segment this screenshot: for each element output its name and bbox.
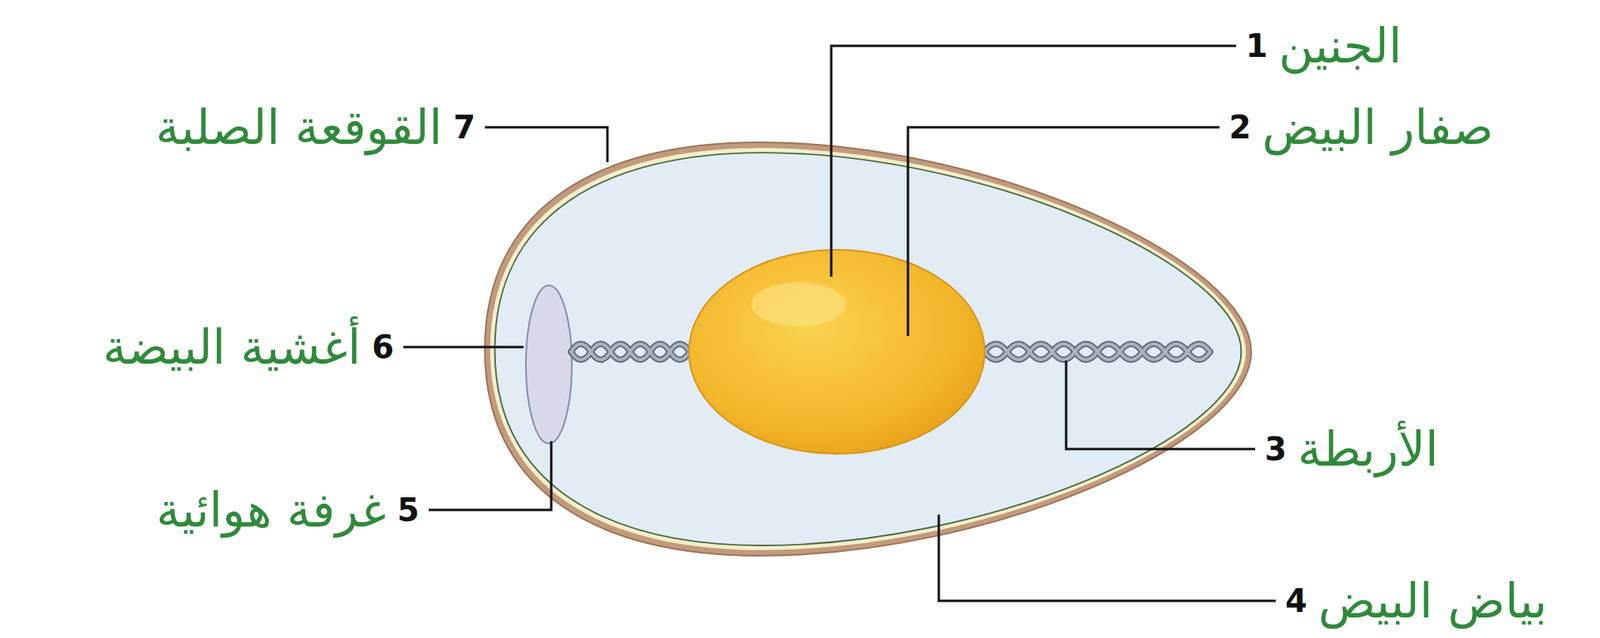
label-group: 3 الأربطة — [1264, 423, 1439, 476]
label-group: غرفة هوائية 5 — [155, 484, 420, 537]
yolk — [688, 249, 985, 454]
part-label: صفار البيض — [1262, 101, 1494, 154]
air-cell — [525, 285, 572, 444]
label-group: 4 بياض البيض — [1285, 574, 1548, 628]
leader-line — [938, 514, 1276, 602]
chalaza-strand — [984, 344, 1211, 360]
label-group: 2 صفار البيض — [1229, 101, 1494, 154]
leader-line — [907, 127, 1220, 337]
leader-lines — [403, 45, 1276, 602]
leader-line — [831, 45, 1237, 277]
part-label: الجنين — [1278, 19, 1403, 72]
callout-number: 4 — [1285, 583, 1308, 619]
yolk-highlight — [751, 282, 847, 327]
part-label: الأربطة — [1297, 423, 1439, 476]
part-label: أغشية البيضة — [102, 321, 361, 374]
egg-membrane-outer — [490, 147, 1246, 550]
callout-number: 2 — [1229, 109, 1252, 145]
leader-line — [1066, 360, 1256, 450]
egg-shell — [484, 142, 1252, 557]
leader-line — [428, 441, 552, 511]
label-group: القوقعة الصلبة 7 — [155, 101, 476, 154]
callout-number: 1 — [1245, 28, 1268, 64]
chalaza-strand — [984, 344, 1211, 360]
chalaza-strand — [571, 344, 690, 360]
callout-number: 7 — [453, 109, 476, 145]
chalaza-strand — [571, 344, 690, 360]
label-group: 1 الجنين — [1245, 19, 1402, 72]
chalaza-strand — [984, 344, 1211, 360]
part-label: غرفة هوائية — [155, 484, 386, 537]
part-label: القوقعة الصلبة — [155, 101, 443, 154]
chalaza-strand — [571, 344, 690, 360]
chalaza-strand — [571, 344, 690, 360]
callout-number: 5 — [397, 492, 420, 528]
leader-line — [403, 346, 524, 349]
leader-line — [484, 127, 608, 163]
chalaza-strand — [984, 344, 1211, 360]
egg-white-area — [495, 152, 1242, 546]
part-label: بياض البيض — [1318, 574, 1548, 628]
label-group: أغشية البيضة 6 — [102, 321, 394, 374]
callout-number: 3 — [1264, 431, 1287, 467]
callout-number: 6 — [371, 329, 394, 365]
